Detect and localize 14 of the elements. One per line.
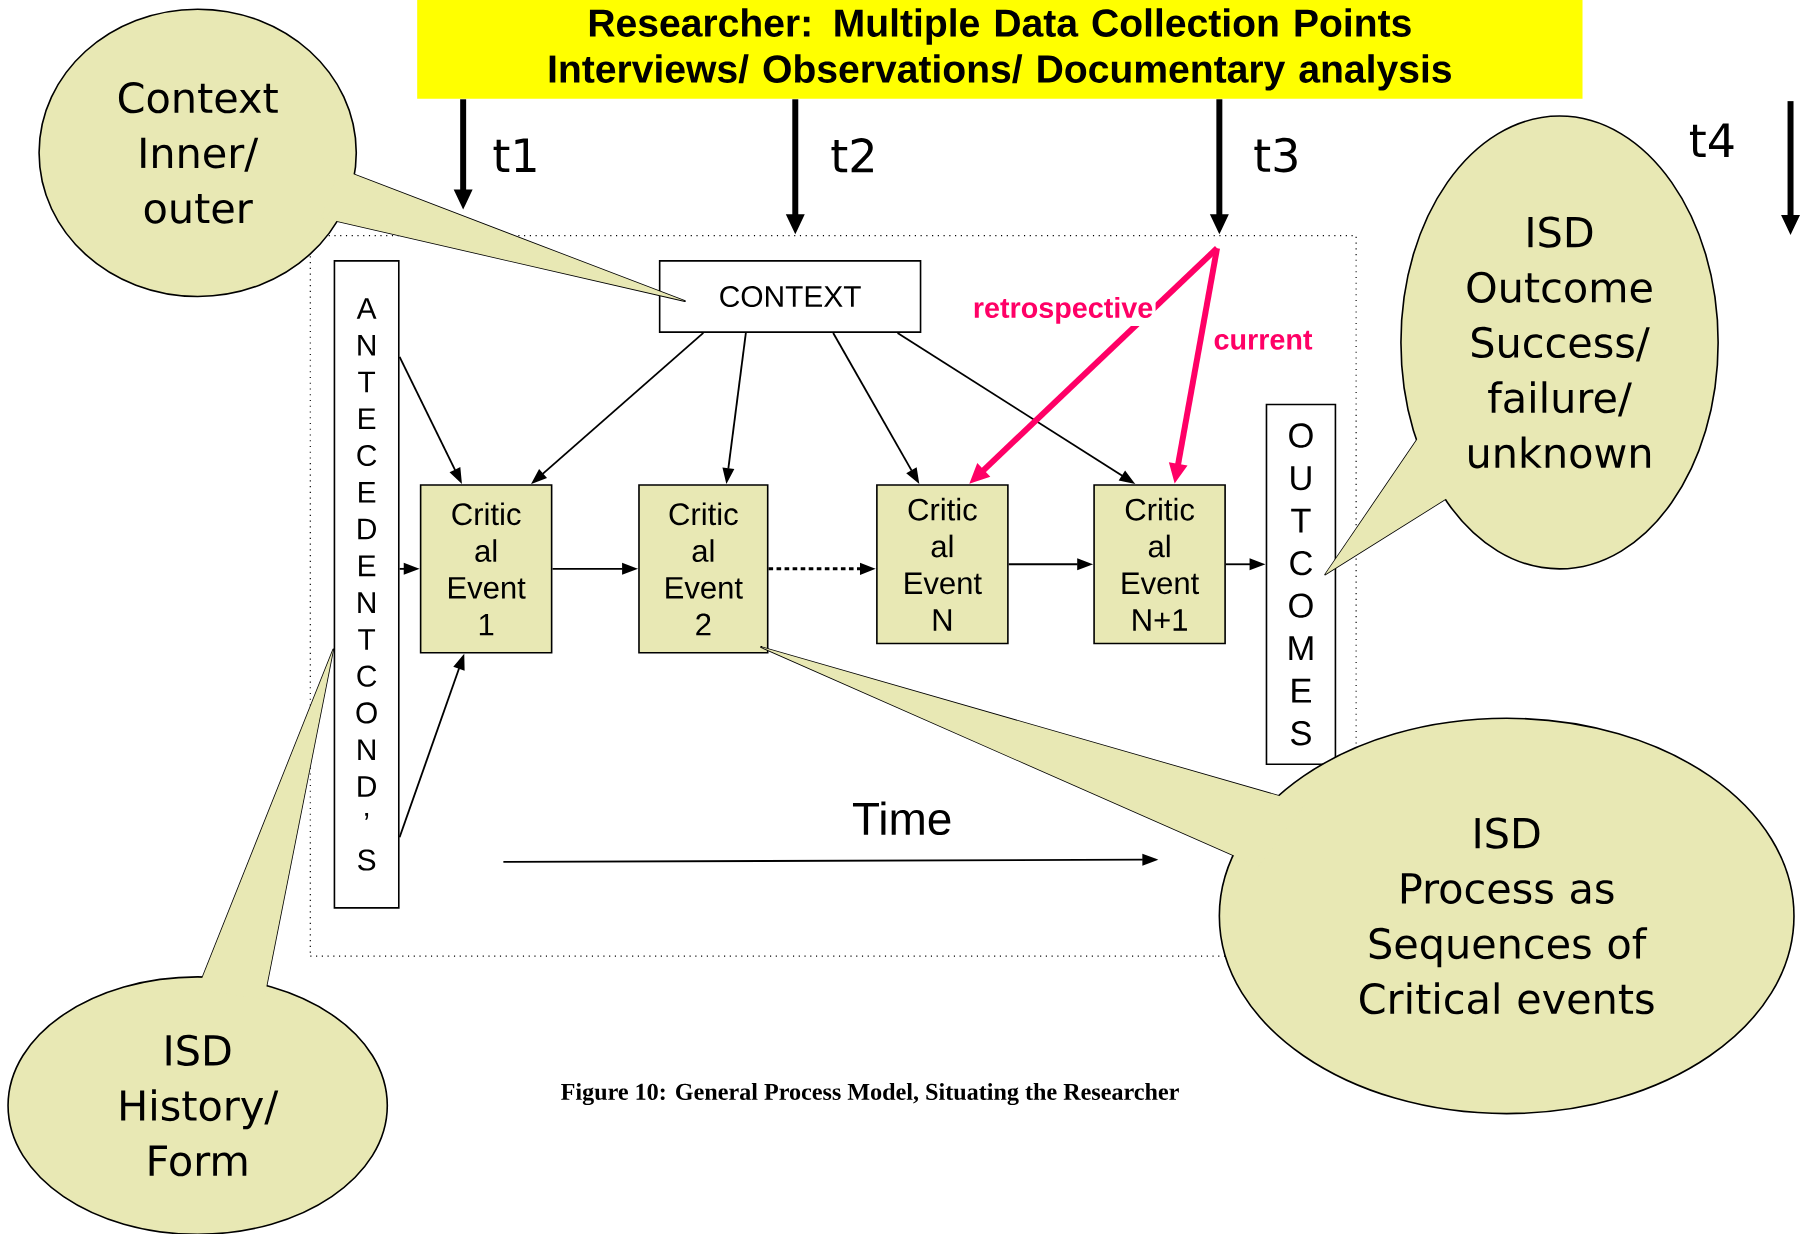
edge-label: t3 bbox=[1250, 135, 1303, 175]
event-box: Critic al Event 2 bbox=[638, 484, 769, 654]
vertical-text-box: ANTECEDENT COND’S bbox=[333, 259, 400, 909]
vertical-text-box: OUTCOMES bbox=[1265, 403, 1337, 765]
edge-label: t2 bbox=[827, 135, 880, 175]
axis-label: Time bbox=[853, 801, 951, 835]
edge-label: retrospective bbox=[970, 294, 1156, 326]
event-box: Critic al Event N+1 bbox=[1093, 484, 1226, 645]
event-box: Critic al Event 1 bbox=[419, 484, 553, 654]
edge-label: current bbox=[1211, 328, 1315, 352]
event-box: Critic al Event N bbox=[876, 484, 1009, 645]
context-box: CONTEXT bbox=[658, 259, 922, 333]
banner: Researcher: Multiple Data Collection Points Interviews/ Observations/ Documentary analysis bbox=[417, 0, 1583, 99]
edge-label: t1 bbox=[490, 135, 542, 175]
